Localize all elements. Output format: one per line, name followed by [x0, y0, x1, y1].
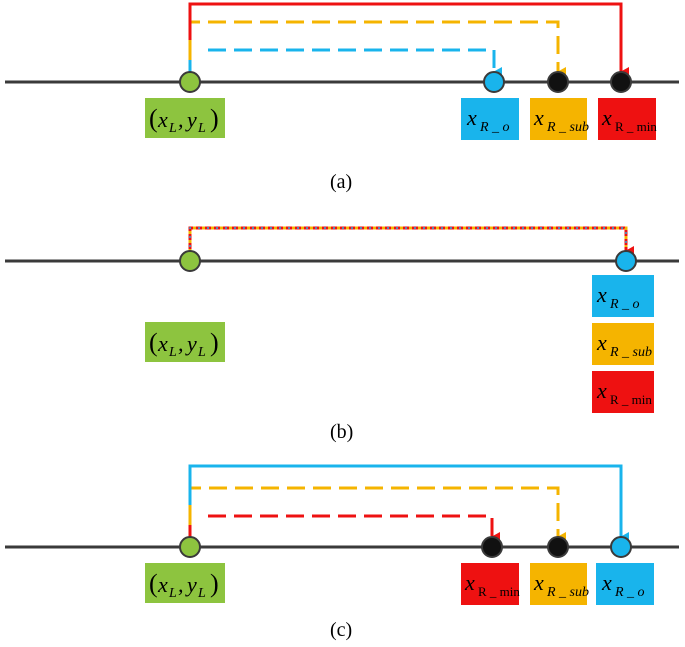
path-yellow-dashed: [188, 20, 566, 82]
path-blue-dashed: [208, 48, 502, 77]
label-x-r-o: x R _ o: [592, 275, 654, 317]
panel-b: ( x L , y L ) x R _ o x R _ sub x R _ mi…: [5, 226, 679, 443]
node-x-r-min: [481, 536, 503, 558]
svg-text:R _ min: R _ min: [615, 119, 657, 134]
label-x-r-sub: x R _ sub: [592, 323, 654, 365]
caption-a: (a): [330, 171, 352, 193]
svg-text:x: x: [157, 107, 168, 132]
node-x-r-min: [610, 71, 632, 93]
svg-text:R _ sub: R _ sub: [546, 585, 589, 600]
svg-text:x: x: [157, 572, 168, 597]
node-x-r-o: [483, 71, 505, 93]
svg-text:R _ sub: R _ sub: [609, 345, 652, 360]
svg-text:x: x: [601, 105, 612, 130]
svg-text:x: x: [533, 105, 544, 130]
svg-text:x: x: [466, 105, 477, 130]
svg-text:): ): [210, 104, 219, 133]
svg-text:x: x: [533, 570, 544, 595]
svg-text:,: ,: [178, 331, 184, 356]
label-x-r-min: x R _ min: [461, 563, 520, 605]
label-x-r-sub: x R _ sub: [530, 98, 589, 140]
label-x-r-sub: x R _ sub: [530, 563, 589, 605]
panel-c: ( x L , y L ) x R _ min x R _ sub x R _ …: [5, 464, 679, 641]
svg-text:(: (: [149, 328, 158, 357]
node-x-r-sub: [547, 536, 569, 558]
caption-c: (c): [330, 619, 352, 641]
svg-text:R _ o: R _ o: [609, 297, 640, 312]
svg-text:y: y: [185, 572, 197, 597]
svg-text:R _ min: R _ min: [610, 392, 652, 407]
label-x-r-min: x R _ min: [592, 371, 654, 413]
node-x-r-o: [610, 536, 632, 558]
svg-text:x: x: [596, 330, 607, 355]
svg-text:): ): [210, 569, 219, 598]
svg-text:L: L: [197, 586, 206, 601]
node-x-r-o: [615, 250, 637, 272]
svg-text:(: (: [149, 104, 158, 133]
svg-text:R _ o: R _ o: [614, 585, 645, 600]
origin-label: ( x L , y L ): [145, 563, 225, 603]
svg-text:x: x: [157, 331, 168, 356]
svg-text:y: y: [185, 107, 197, 132]
svg-text:x: x: [601, 570, 612, 595]
svg-text:x: x: [464, 570, 475, 595]
svg-text:,: ,: [178, 107, 184, 132]
origin-label: ( x L , y L ): [145, 322, 225, 362]
svg-text:R _ o: R _ o: [479, 120, 510, 135]
label-x-r-o: x R _ o: [461, 98, 519, 140]
label-x-r-o: x R _ o: [596, 563, 654, 605]
node-x-r-sub: [547, 71, 569, 93]
label-x-r-min: x R _ min: [598, 98, 657, 140]
svg-text:,: ,: [178, 572, 184, 597]
path-overlap-red: [188, 226, 634, 261]
origin-node: [179, 536, 201, 558]
svg-text:x: x: [596, 378, 607, 403]
path-blue-solid: [188, 464, 629, 547]
panel-a: ( x L , y L ) x R _ o x R _ sub x R _ mi…: [5, 2, 679, 193]
origin-node: [179, 71, 201, 93]
caption-b: (b): [330, 421, 353, 443]
svg-text:L: L: [168, 121, 177, 136]
svg-text:x: x: [596, 282, 607, 307]
path-overlap-yellow: [188, 226, 628, 261]
path-red-solid: [188, 2, 629, 82]
origin-node: [179, 250, 201, 272]
origin-label: ( x L , y L ): [145, 98, 225, 138]
path-overlap-blue: [189, 227, 627, 261]
svg-text:): ): [210, 328, 219, 357]
svg-text:y: y: [185, 331, 197, 356]
svg-text:L: L: [197, 121, 206, 136]
path-red-dashed: [208, 514, 500, 542]
svg-text:L: L: [168, 586, 177, 601]
svg-text:(: (: [149, 569, 158, 598]
svg-text:R _ sub: R _ sub: [546, 120, 589, 135]
svg-text:R _ min: R _ min: [478, 584, 520, 599]
svg-text:L: L: [168, 345, 177, 360]
svg-text:L: L: [197, 345, 206, 360]
